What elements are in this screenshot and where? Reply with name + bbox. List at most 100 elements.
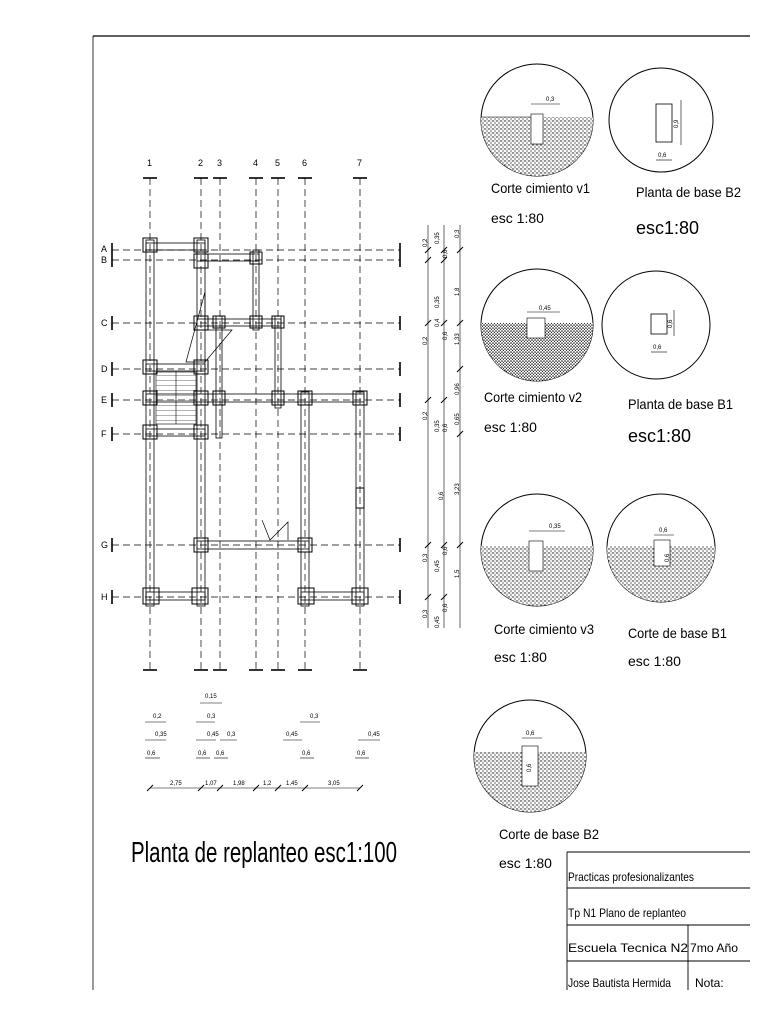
bsmall-8: 0,45 xyxy=(368,732,380,738)
bottom-dimensions xyxy=(145,702,380,792)
detail7-dim2: 0,6 xyxy=(527,763,533,772)
detail5-dim: 0,35 xyxy=(549,524,561,530)
axis-label-A: A xyxy=(101,244,107,254)
bdim-1: 1,07 xyxy=(205,781,217,787)
detail3-dim: 0,45 xyxy=(539,306,551,312)
detail1-scale: esc 1:80 xyxy=(491,210,544,226)
detail3-title: Corte cimiento v2 xyxy=(484,389,582,405)
axis-label-1: 1 xyxy=(147,158,152,168)
detail4-title: Planta de base B1 xyxy=(628,396,733,412)
axis-label-4: 4 xyxy=(253,158,258,168)
rdim-20: 1,5 xyxy=(455,569,461,578)
bdim-0: 2,75 xyxy=(170,781,182,787)
detail5-scale: esc 1:80 xyxy=(494,649,547,665)
bdim-4: 1,45 xyxy=(286,781,298,787)
detail-corte-base-b1: 0,6 0,6 Corte de base B1 esc 1:80 xyxy=(606,493,727,669)
bdim-3: 1,2 xyxy=(263,781,272,787)
axis-label-5: 5 xyxy=(275,158,280,168)
tb-school: Escuela Tecnica N2 xyxy=(568,941,688,955)
detail1-dim: 0,3 xyxy=(546,97,555,103)
bsmall-1: 0,2 xyxy=(153,714,162,720)
detail5-title: Corte cimiento v3 xyxy=(494,621,594,637)
detail7-dim: 0,6 xyxy=(526,731,535,737)
rdim-22: 0,45 xyxy=(435,616,441,628)
tb-year: 7mo Año xyxy=(690,941,738,955)
detail2-dim2: 0,9 xyxy=(674,119,680,128)
detail-corte-cimiento-v1: 0,3 Corte cimiento v1 esc 1:80 xyxy=(480,63,594,226)
axis-number-labels: 1 2 3 4 5 6 7 xyxy=(147,158,362,168)
axis-label-B: B xyxy=(101,255,107,265)
bsmall-5: 0,45 xyxy=(207,732,219,738)
bsmall-2: 0,3 xyxy=(207,714,216,720)
axis-label-E: E xyxy=(101,395,107,405)
detail-planta-base-b1: 0,6 0,6 Planta de base B1 esc1:80 xyxy=(601,270,733,446)
bottom-dimension-labels: 2,75 1,07 1,98 1,2 1,45 3,05 0,15 0,2 0,… xyxy=(147,694,380,787)
detail-corte-cimiento-v3: 0,35 Corte cimiento v3 esc 1:80 xyxy=(480,493,594,665)
rdim-3: 0,3 xyxy=(455,229,461,238)
sheet-frame xyxy=(92,35,750,990)
detail2-dim: 0,6 xyxy=(658,153,667,159)
detail6-scale: esc 1:80 xyxy=(628,653,681,669)
grid-axis-ticks-h xyxy=(111,243,401,604)
rdim-4: 0,35 xyxy=(435,296,441,308)
axis-label-2: 2 xyxy=(198,158,203,168)
plan-title: Planta de replanteo esc1:100 xyxy=(131,837,397,869)
rdim-0: 0,2 xyxy=(423,238,429,247)
rdim-5: 0,4 xyxy=(435,318,441,327)
right-dimensions xyxy=(424,225,464,628)
detail-planta-base-b2: 0,6 0,9 Planta de base B2 esc1:80 xyxy=(608,67,741,238)
detail7-scale: esc 1:80 xyxy=(499,855,552,871)
detail6-dim2: 0,6 xyxy=(665,553,671,562)
bsmall-12: 0,6 xyxy=(302,751,311,757)
rdim-11: 0,35 xyxy=(435,420,441,432)
axis-label-C: C xyxy=(101,318,108,328)
rdim-10: 0,2 xyxy=(423,411,429,420)
detail4-scale: esc1:80 xyxy=(628,426,691,446)
bsmall-9: 0,6 xyxy=(147,751,156,757)
rdim-14: 0,96 xyxy=(455,383,461,395)
bdim-5: 3,05 xyxy=(328,781,340,787)
axis-letter-labels: A B C D E F G H xyxy=(101,244,108,602)
axis-label-3: 3 xyxy=(217,158,222,168)
detail4-dim2: 0,6 xyxy=(668,319,674,328)
rdim-9: 1,33 xyxy=(455,333,461,345)
rdim-23: 0,6 xyxy=(443,603,449,612)
bsmall-0: 0,15 xyxy=(205,694,217,700)
axis-label-G: G xyxy=(101,540,108,550)
detail3-scale: esc 1:80 xyxy=(484,419,537,435)
rdim-16: 3,23 xyxy=(455,483,461,495)
rdim-8: 0,2 xyxy=(423,336,429,345)
foundation-bases xyxy=(142,237,369,605)
bsmall-3: 0,3 xyxy=(310,714,319,720)
right-dimension-labels: 0,2 0,35 0,6 0,3 0,35 0,4 0,6 1,8 0,2 1,… xyxy=(423,229,461,628)
bsmall-11: 0,6 xyxy=(216,751,225,757)
bsmall-6: 0,3 xyxy=(227,732,236,738)
axis-label-F: F xyxy=(101,429,107,439)
rdim-12: 0,6 xyxy=(443,423,449,432)
detail2-title: Planta de base B2 xyxy=(636,184,741,200)
axis-label-D: D xyxy=(101,364,108,374)
detail2-scale: esc1:80 xyxy=(636,218,699,238)
rdim-18: 0,45 xyxy=(435,560,441,572)
rdim-6: 0,6 xyxy=(443,331,449,340)
rdim-21: 0,3 xyxy=(423,609,429,618)
detail6-title: Corte de base B1 xyxy=(628,625,727,641)
bsmall-13: 0,6 xyxy=(357,751,366,757)
rdim-19: 0,6 xyxy=(443,546,449,555)
rdim-15: 0,6 xyxy=(439,491,445,500)
detail-corte-base-b2: 0,6 0,6 Corte de base B2 esc 1:80 xyxy=(473,699,599,871)
tb-author: Jose Bautista Hermida xyxy=(568,976,671,990)
staircase xyxy=(155,291,289,541)
floor-plan: 1 2 3 4 5 6 7 A B C D E F G H xyxy=(101,158,464,869)
title-block: Practicas profesionalizantes Tp N1 Plano… xyxy=(566,851,750,990)
grid-axis-ticks xyxy=(143,177,367,671)
detail6-dim: 0,6 xyxy=(659,528,668,534)
axis-label-6: 6 xyxy=(302,158,307,168)
axis-label-7: 7 xyxy=(357,158,362,168)
axis-label-H: H xyxy=(101,592,108,602)
detail-corte-cimiento-v2: 0,45 Corte cimiento v2 esc 1:80 xyxy=(480,268,594,435)
bsmall-4: 0,35 xyxy=(155,732,167,738)
tb-work: Tp N1 Plano de replanteo xyxy=(568,906,686,920)
rdim-1: 0,35 xyxy=(435,232,441,244)
